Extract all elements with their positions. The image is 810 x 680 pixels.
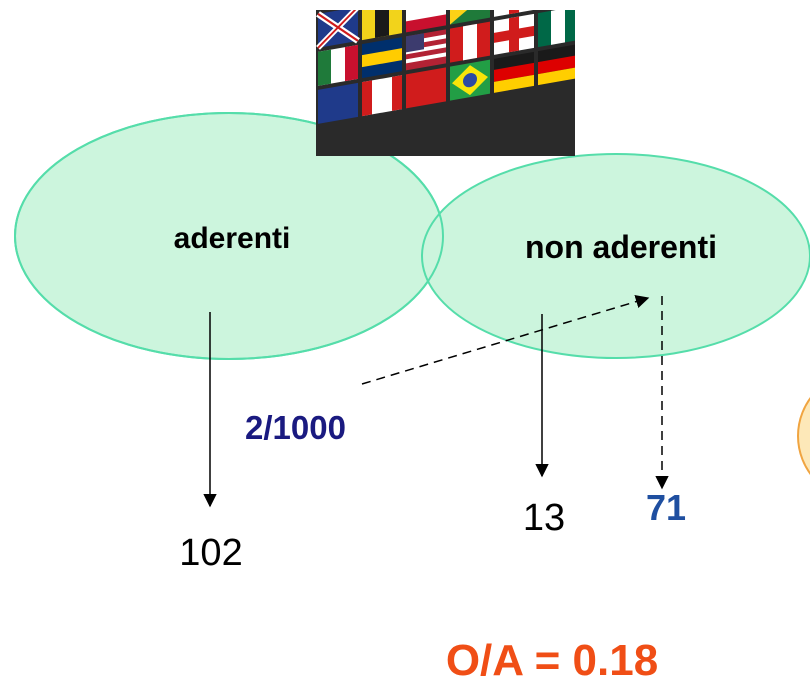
world-flags-collage-icon — [316, 10, 575, 156]
label-non-aderenti: non aderenti — [525, 229, 717, 265]
ellipse-non-aderenti — [421, 153, 810, 359]
dashed-arrow-rate — [361, 295, 650, 385]
ellipse-aderenti-outline — [14, 112, 444, 360]
label-aderenti: aderenti — [174, 222, 291, 255]
value-non-aderenti: 13 — [523, 497, 565, 539]
rate-label: 2/1000 — [245, 409, 346, 446]
value-aderenti: 102 — [179, 532, 242, 574]
side-circle-shape — [797, 397, 810, 475]
value-expected: 71 — [646, 487, 686, 528]
ratio-label: O/A = 0.18 — [446, 636, 658, 680]
